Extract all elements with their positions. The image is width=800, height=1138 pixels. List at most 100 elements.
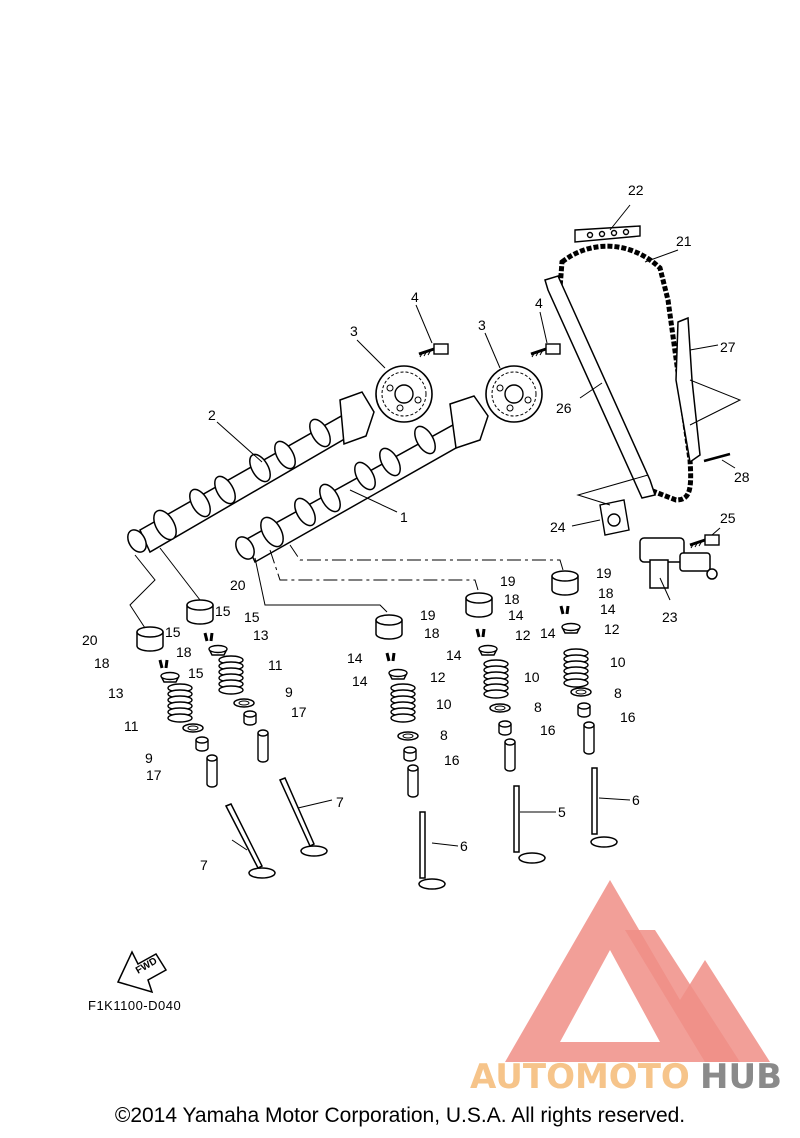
label-1: 1 (400, 509, 408, 525)
automotohub-watermark-logo: AUTOMOTO HUB (470, 880, 782, 1097)
valve-retainer-12a (388, 668, 408, 680)
label-23: 23 (662, 609, 678, 625)
spring-seat-8c (570, 687, 592, 697)
label-15d: 15 (188, 665, 204, 681)
label-11a: 11 (268, 657, 283, 673)
label-10b: 10 (524, 669, 540, 685)
label-14a: 14 (347, 650, 363, 666)
spring-seat-9b (233, 698, 255, 708)
valve-spring-10b (483, 659, 509, 699)
label-14b: 14 (352, 673, 368, 689)
intake-valve-6a (418, 811, 446, 890)
valve-guide-e (583, 721, 595, 755)
timing-chain (557, 243, 694, 503)
spring-seat-8a (397, 731, 419, 741)
valve-seal-16c (577, 702, 591, 718)
label-14d: 14 (446, 647, 462, 663)
valve-retainer-12c (561, 622, 581, 634)
label-4a: 4 (411, 289, 419, 305)
label-8c: 8 (614, 685, 622, 701)
valve-lifter-20a (136, 626, 164, 652)
valve-seal-16a (403, 746, 417, 762)
label-9b: 9 (145, 750, 153, 766)
valve-retainer-12b (478, 644, 498, 656)
sprocket-bolt-right (529, 342, 562, 359)
label-22: 22 (628, 182, 644, 198)
label-24: 24 (550, 519, 566, 535)
label-11b: 11 (124, 718, 139, 734)
valve-guide-d (504, 738, 516, 772)
leader-lines (129, 204, 742, 851)
label-9a: 9 (285, 684, 293, 700)
valve-spring-10c (563, 648, 589, 688)
spring-seat-9a (182, 723, 204, 733)
valve-spring-10a (390, 683, 416, 723)
label-13a: 13 (253, 627, 269, 643)
pin-28 (703, 452, 731, 463)
chain-tensioner-23 (639, 537, 718, 589)
valve-seal-17a (195, 736, 209, 752)
label-15b: 15 (244, 609, 260, 625)
label-6a: 6 (460, 838, 468, 854)
valve-lifter-20b (186, 599, 214, 625)
sprocket-bolt-left (417, 342, 450, 359)
label-5: 5 (558, 804, 566, 820)
valve-guide-a (206, 754, 218, 788)
label-15a: 15 (215, 603, 231, 619)
label-2: 2 (208, 407, 216, 423)
label-16b: 16 (540, 722, 556, 738)
label-19b: 19 (500, 573, 516, 589)
valve-spring-11b (218, 655, 244, 695)
valve-seal-16b (498, 720, 512, 736)
camshaft-sprocket-left (375, 365, 433, 423)
intake-valve-5 (513, 785, 546, 864)
label-14c: 14 (508, 607, 524, 623)
exhaust-camshaft (127, 391, 375, 554)
label-14e: 14 (600, 601, 616, 617)
label-28: 28 (734, 469, 750, 485)
label-7b: 7 (336, 794, 344, 810)
chain-tensioner-guide-27 (675, 316, 701, 464)
label-12c: 12 (604, 621, 620, 637)
label-17b: 17 (146, 767, 162, 783)
spring-seat-8b (489, 703, 511, 713)
valve-lifter-19b (465, 592, 493, 618)
part-labels: 22 21 27 26 28 25 24 23 4 4 3 3 2 1 20 2… (82, 182, 750, 873)
intake-valve-6b (590, 767, 618, 848)
label-10a: 10 (436, 696, 452, 712)
valve-guide-b (257, 729, 269, 763)
valve-retainer-13a (160, 671, 180, 683)
label-4b: 4 (535, 295, 543, 311)
exhaust-valve-7b (278, 777, 328, 857)
valve-cotter-14b (475, 627, 486, 639)
label-19c: 19 (596, 565, 612, 581)
label-3a: 3 (350, 323, 358, 339)
label-18c: 18 (424, 625, 440, 641)
label-6b: 6 (632, 792, 640, 808)
label-14f: 14 (540, 625, 556, 641)
gasket-24 (599, 499, 630, 536)
watermark-part2: HUB (700, 1057, 782, 1097)
label-12a: 12 (430, 669, 446, 685)
watermark-part1: AUTOMOTO (470, 1057, 690, 1097)
label-20b: 20 (82, 632, 98, 648)
valve-cotter-14a (385, 651, 396, 663)
valve-lifter-19a (375, 614, 403, 640)
label-10c: 10 (610, 654, 626, 670)
label-27: 27 (720, 339, 736, 355)
timing-chain-guide-26 (544, 275, 656, 499)
valve-cotter-15a (158, 658, 169, 670)
valve-spring-11a (167, 683, 193, 723)
drawing-code: F1K1100-D040 (88, 998, 182, 1013)
label-25: 25 (720, 510, 736, 526)
label-3b: 3 (478, 317, 486, 333)
label-16a: 16 (444, 752, 460, 768)
valve-lifter-19c (551, 570, 579, 596)
label-18a: 18 (176, 644, 192, 660)
label-18d: 18 (504, 591, 520, 607)
valve-cotter-15b (203, 631, 214, 643)
camshaft-sprocket-right (485, 365, 543, 423)
label-8b: 8 (534, 699, 542, 715)
valve-seal-17b (243, 710, 257, 726)
